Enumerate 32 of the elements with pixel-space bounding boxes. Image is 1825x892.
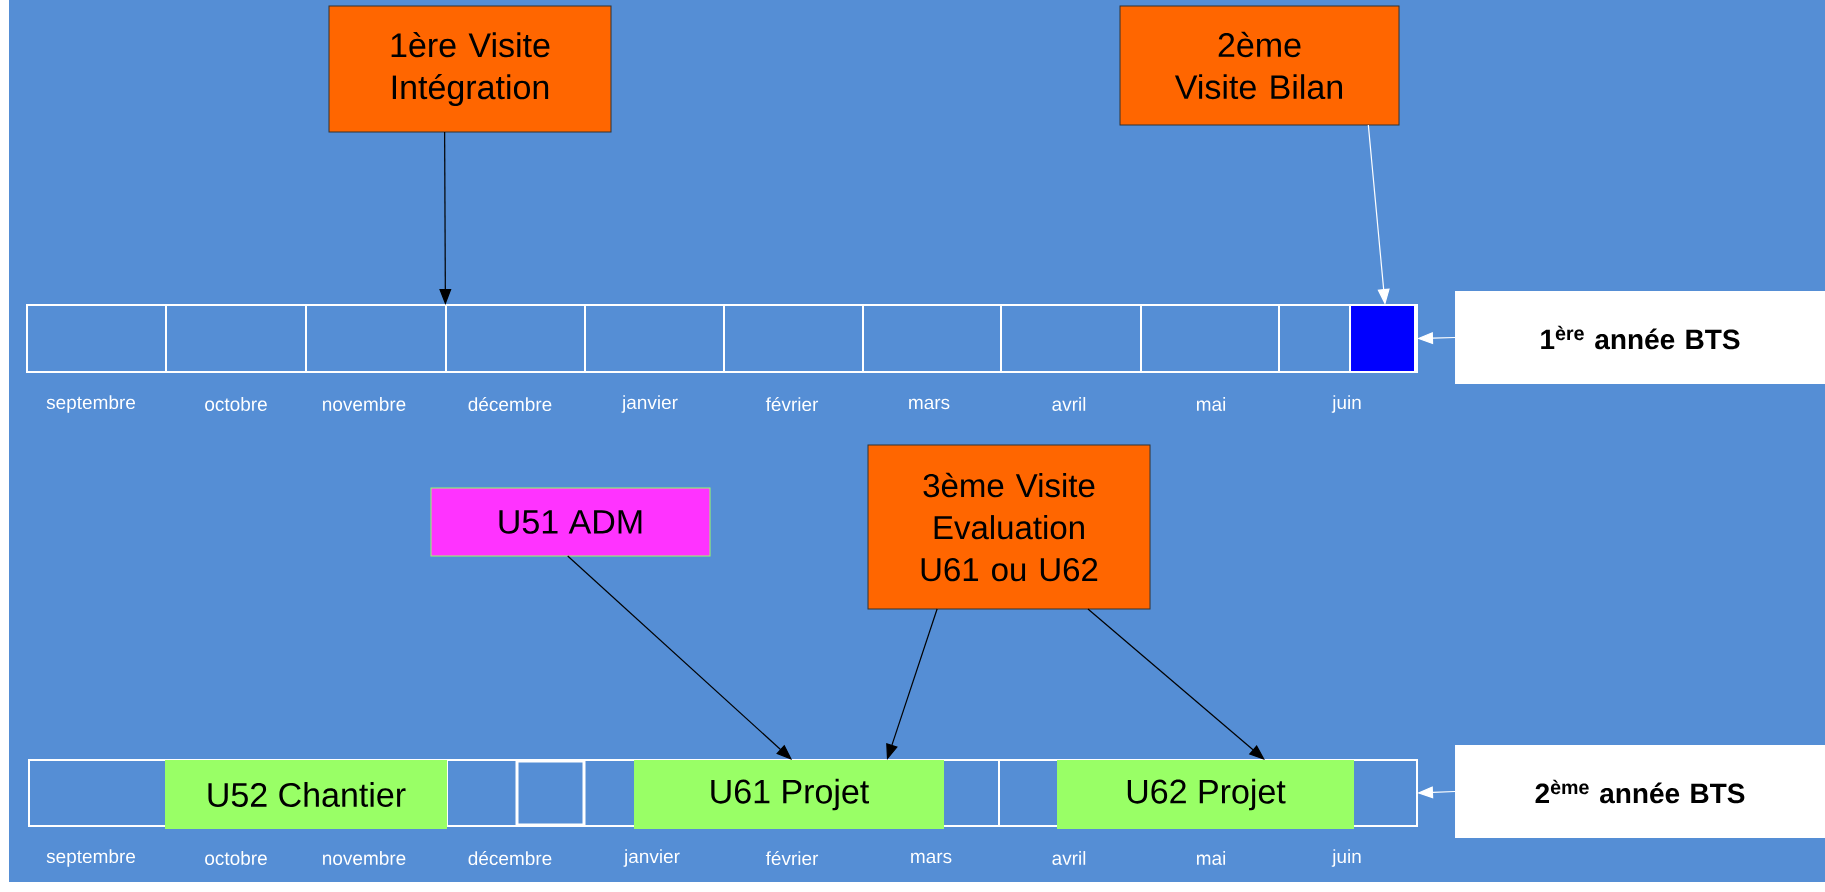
visit-box: 3ème Visite Evaluation U61 ou U62 xyxy=(867,444,1151,610)
month-label: octobre xyxy=(205,851,267,865)
month-label: mars xyxy=(909,398,950,410)
visit-box: 1ère Visite Intégration xyxy=(328,5,612,133)
month-label: juin xyxy=(1331,849,1361,867)
year-label-box: 2$^{ème}$ année BTS xyxy=(1455,745,1825,838)
month-label: mai xyxy=(1196,851,1226,865)
month-label: octobre xyxy=(205,397,267,411)
month-label: septembre xyxy=(46,395,136,413)
timeline-bar xyxy=(26,304,1418,373)
month-label: novembre xyxy=(323,851,406,865)
unit-box: U62 Projet xyxy=(1057,760,1354,829)
month-label: avril xyxy=(1052,397,1086,411)
visit-box: 2ème Visite Bilan xyxy=(1119,5,1400,126)
arrow xyxy=(1087,608,1265,760)
year-label-box: 1$^{ère}$ année BTS xyxy=(1455,291,1825,384)
month-label: juin xyxy=(1331,395,1361,413)
month-label: mars xyxy=(911,852,952,864)
month-label: décembre xyxy=(468,396,552,412)
month-label: janvier xyxy=(621,395,678,413)
unit-box: U61 Projet xyxy=(634,760,944,829)
month-marker xyxy=(1349,304,1416,373)
month-label: novembre xyxy=(323,397,406,411)
unit-box: U52 Chantier xyxy=(165,760,447,829)
month-label: mai xyxy=(1196,397,1226,411)
month-label: février xyxy=(765,396,819,412)
month-label: septembre xyxy=(46,849,136,867)
month-label: février xyxy=(765,850,819,866)
month-label: décembre xyxy=(468,850,552,866)
month-label: janvier xyxy=(623,849,680,867)
month-label: avril xyxy=(1052,851,1086,865)
unit-box: U51 ADM xyxy=(430,487,711,557)
